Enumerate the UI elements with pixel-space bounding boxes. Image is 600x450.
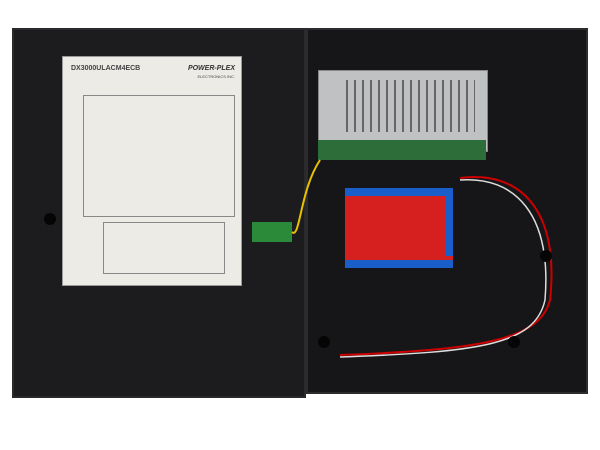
wiring-label: DX3000ULACM4ECB POWER-PLEX ELECTRONICS I… <box>62 56 242 286</box>
red-wire <box>339 176 553 356</box>
white-wire <box>339 179 547 358</box>
green-terminal-block <box>252 222 292 242</box>
wiring-diagram <box>83 95 235 217</box>
knockout-hole <box>540 250 552 262</box>
yellow-wire <box>291 159 321 234</box>
brand-logo: POWER-PLEX <box>187 65 235 72</box>
brand-subtitle: ELECTRONICS INC. <box>197 74 235 79</box>
knockout-hole <box>508 336 520 348</box>
psu-terminal-board <box>318 140 486 160</box>
terminal-strip-top <box>345 188 453 196</box>
model-number: DX3000ULACM4ECB <box>71 65 141 72</box>
door-hole <box>44 213 56 225</box>
wiring-diagram-lower <box>103 222 225 274</box>
terminal-strip-bottom <box>345 260 453 268</box>
knockout-hole <box>318 336 330 348</box>
psu-vent <box>340 80 475 132</box>
relay-board <box>345 188 453 268</box>
terminal-strip-side <box>445 196 453 256</box>
